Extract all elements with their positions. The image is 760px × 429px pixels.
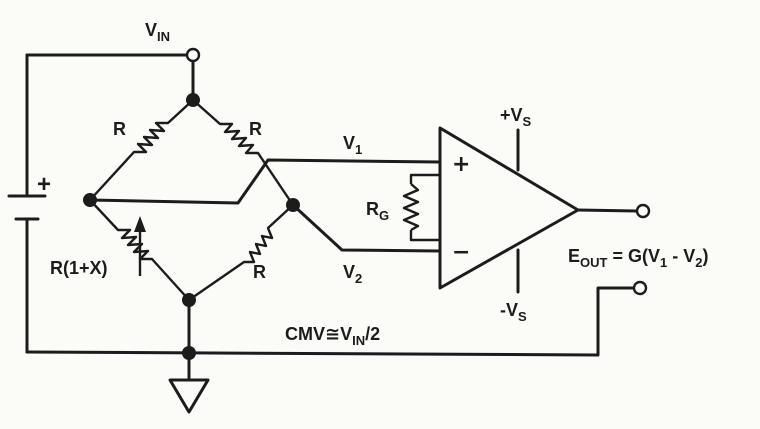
vin-terminal [185, 47, 201, 63]
left-node-wire [88, 158, 442, 205]
label-minus-vs: -VS [500, 300, 527, 324]
variable-arrow-head [134, 216, 146, 232]
bridge-left-node [83, 193, 97, 207]
rg-resistor [402, 183, 420, 232]
label-opamp-minus: − [452, 240, 470, 265]
output-terminal [635, 203, 651, 219]
label-opamp-plus: + [452, 152, 470, 177]
ground-symbol [168, 378, 210, 414]
bridge-right-node [286, 198, 300, 212]
label-vin: VIN [145, 20, 170, 44]
right-node-wire [291, 203, 442, 253]
resistor-top-left [89, 99, 194, 201]
label-v1: V1 [343, 133, 362, 157]
label-eout: EOUT = G(V1 - V2) [568, 246, 708, 270]
label-r-variable: R(1+X) [50, 258, 108, 278]
rg-top-lead [409, 173, 440, 184]
output-wire [576, 208, 638, 213]
resistor-top-right [192, 99, 294, 206]
opamp-body [438, 126, 580, 290]
bridge-top-node [186, 93, 200, 107]
reference-terminal [632, 280, 648, 296]
label-r-top-right: R [249, 119, 262, 139]
ground-node [182, 346, 196, 360]
label-battery-plus: + [37, 171, 51, 198]
rg-bottom-lead [409, 230, 440, 242]
label-r-bottom-right: R [253, 262, 266, 282]
label-v2: V2 [343, 262, 362, 286]
resistor-variable [89, 199, 190, 301]
ground-rail-wire [25, 286, 635, 357]
resistor-bottom-right [188, 204, 294, 301]
label-cmv: CMV≅VIN/2 [285, 324, 380, 348]
label-plus-vs: +VS [500, 105, 532, 129]
label-rg: RG [366, 199, 389, 223]
label-r-top-left: R [113, 119, 126, 139]
bridge-bottom-node [182, 293, 196, 307]
